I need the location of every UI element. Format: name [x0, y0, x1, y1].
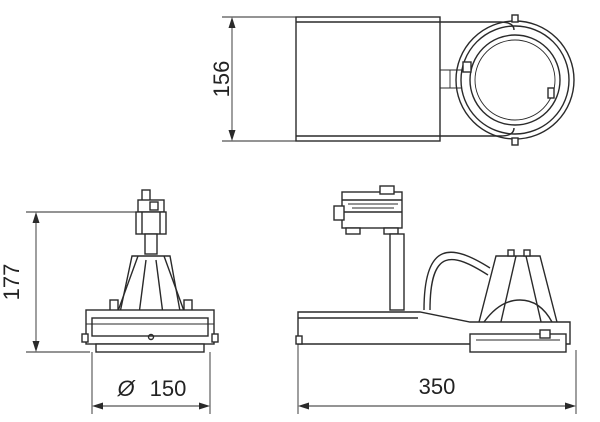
side-view-length-label: 350 [419, 374, 456, 399]
front-view: 177 Ø 150 [0, 189, 219, 414]
lamp-head-outer-ring [455, 20, 575, 140]
front-view-height-label: 177 [0, 264, 24, 301]
front-view-base [85, 309, 215, 345]
top-view-height-label: 156 [209, 61, 234, 98]
diameter-value-label: 150 [150, 376, 187, 401]
top-view-housing [295, 16, 441, 142]
diameter-symbol: Ø [116, 376, 136, 401]
top-view: 156 [209, 14, 575, 146]
lamp-head-inner-ring [469, 34, 561, 126]
side-view: 350 [295, 185, 577, 414]
